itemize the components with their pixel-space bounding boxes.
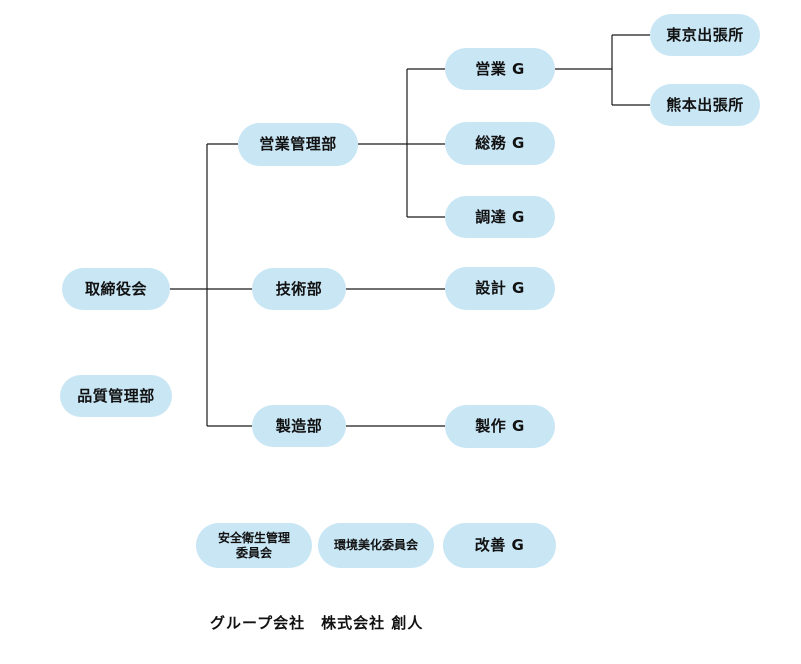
node-technical-dept: 技術部 <box>252 268 346 310</box>
node-board-of-directors: 取締役会 <box>62 268 170 310</box>
node-kumamoto-branch-office: 熊本出張所 <box>650 84 760 126</box>
node-quality-management-dept: 品質管理部 <box>60 375 172 417</box>
node-sales-group: 営業 G <box>445 48 555 90</box>
node-general-affairs-group: 総務 G <box>445 122 555 165</box>
node-label-line1: 安全衛生管理 <box>217 530 290 545</box>
node-safety-health-committee-label: 安全衛生管理 委員会 <box>218 531 290 561</box>
node-design-group: 設計 G <box>445 267 555 310</box>
node-procurement-group: 調達 G <box>445 196 555 238</box>
node-environmental-beautification-committee: 環境美化委員会 <box>318 523 434 568</box>
node-sales-management-dept: 営業管理部 <box>238 123 358 166</box>
node-tokyo-branch-office: 東京出張所 <box>650 14 760 56</box>
node-production-group: 製作 G <box>445 405 555 448</box>
caption-group-company: グループ会社 株式会社 創人 <box>210 614 424 632</box>
node-safety-health-committee: 安全衛生管理 委員会 <box>196 523 312 568</box>
node-manufacturing-dept: 製造部 <box>252 405 346 447</box>
node-improvement-group: 改善 G <box>443 523 556 568</box>
node-label-line2: 委員会 <box>235 545 272 560</box>
